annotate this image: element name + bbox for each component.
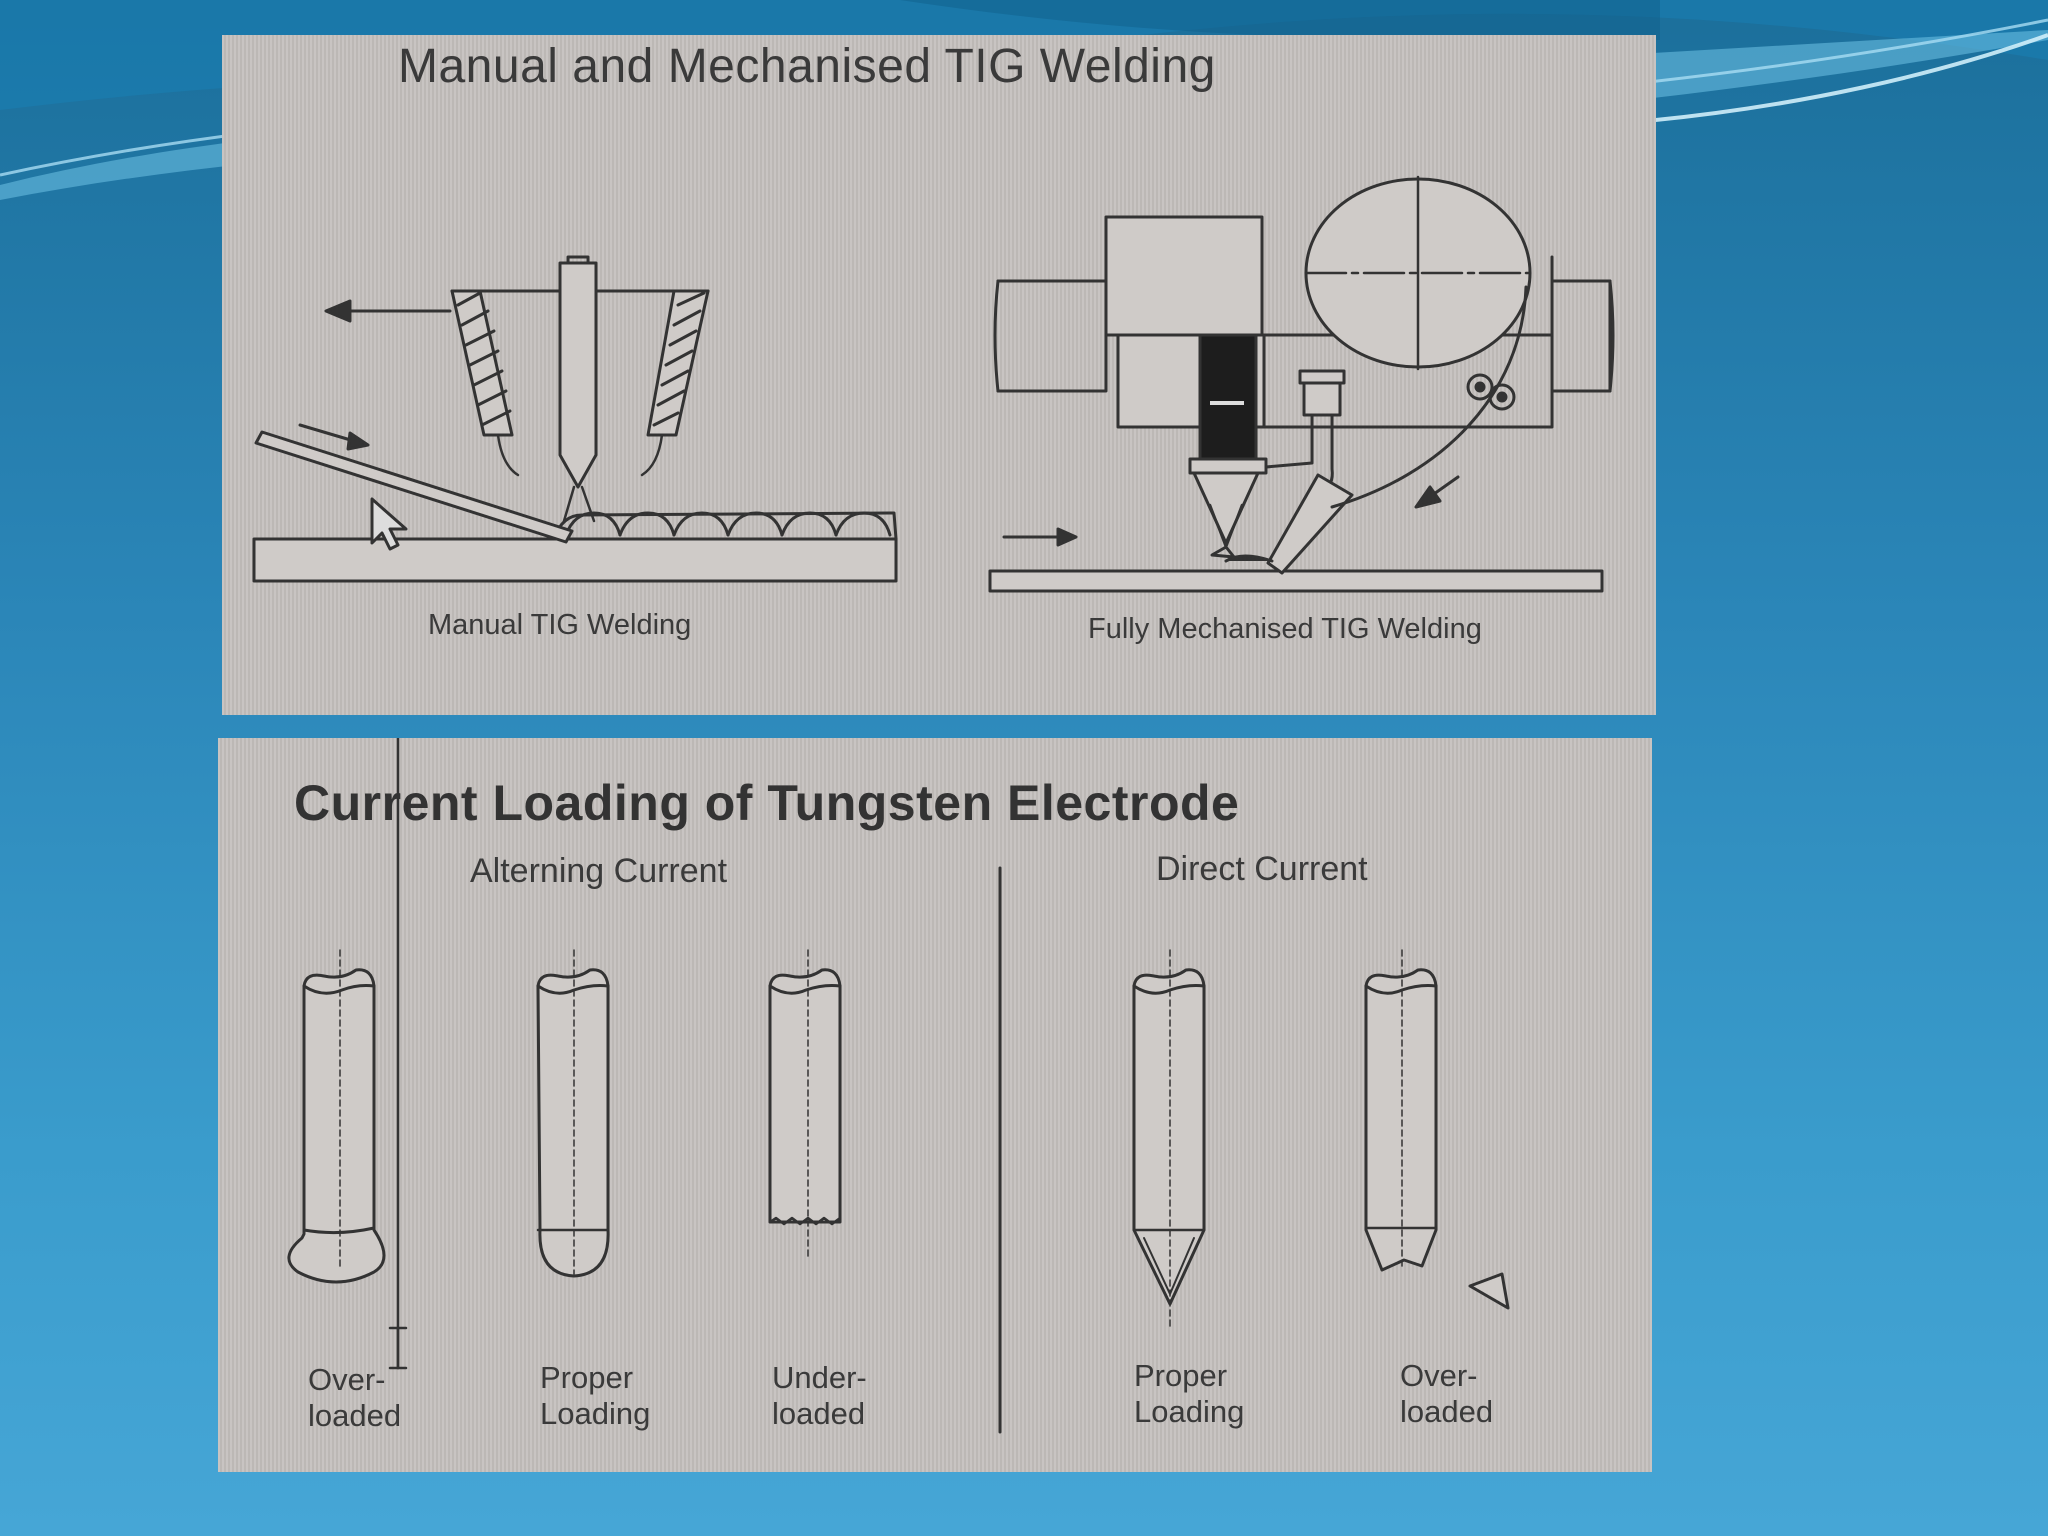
electrode-ac-proper <box>536 949 610 1278</box>
label-ac-overloaded: Over- loaded <box>308 1362 402 1433</box>
mechanised-tig-diagram <box>988 175 1615 593</box>
heading-direct-current: Direct Current <box>1156 850 1368 888</box>
label-ac-underloaded: Under- loaded <box>772 1360 867 1431</box>
caption-manual-tig: Manual TIG Welding <box>428 609 692 641</box>
swoosh-line-2 <box>1599 33 2048 127</box>
mouse-pointer-icon <box>370 497 408 551</box>
top-band <box>0 0 2048 110</box>
swoosh-dark <box>900 0 1660 41</box>
filler-rod <box>254 430 574 544</box>
electrode <box>558 261 598 489</box>
manual-tig-diagram <box>252 255 898 583</box>
heading-alternating-current: Alterning Current <box>470 852 728 890</box>
label-dc-overloaded: Over- loaded <box>1400 1358 1494 1429</box>
electrode-ac-underloaded <box>768 949 842 1261</box>
electrode-loading-figure: Current Loading of Tungsten Electrode Al… <box>218 738 1652 1472</box>
text-cursor-icon <box>388 738 408 1370</box>
caption-mechanised-tig: Fully Mechanised TIG Welding <box>1088 613 1482 645</box>
torch-body <box>1198 333 1258 461</box>
tig-welding-figure: Manual and Mechanised TIG Welding Manual… <box>222 35 1656 715</box>
label-dc-proper: Proper Loading <box>1134 1358 1245 1429</box>
electrode-ac-overloaded <box>287 949 386 1284</box>
electrode-dc-overloaded <box>1364 949 1510 1310</box>
top-title: Manual and Mechanised TIG Welding <box>398 40 1216 93</box>
label-ac-proper: Proper Loading <box>540 1360 651 1431</box>
bottom-title: Current Loading of Tungsten Electrode <box>294 775 1240 831</box>
melted-tip-droplet <box>1468 1272 1510 1310</box>
electrode-dc-proper <box>1132 949 1206 1327</box>
